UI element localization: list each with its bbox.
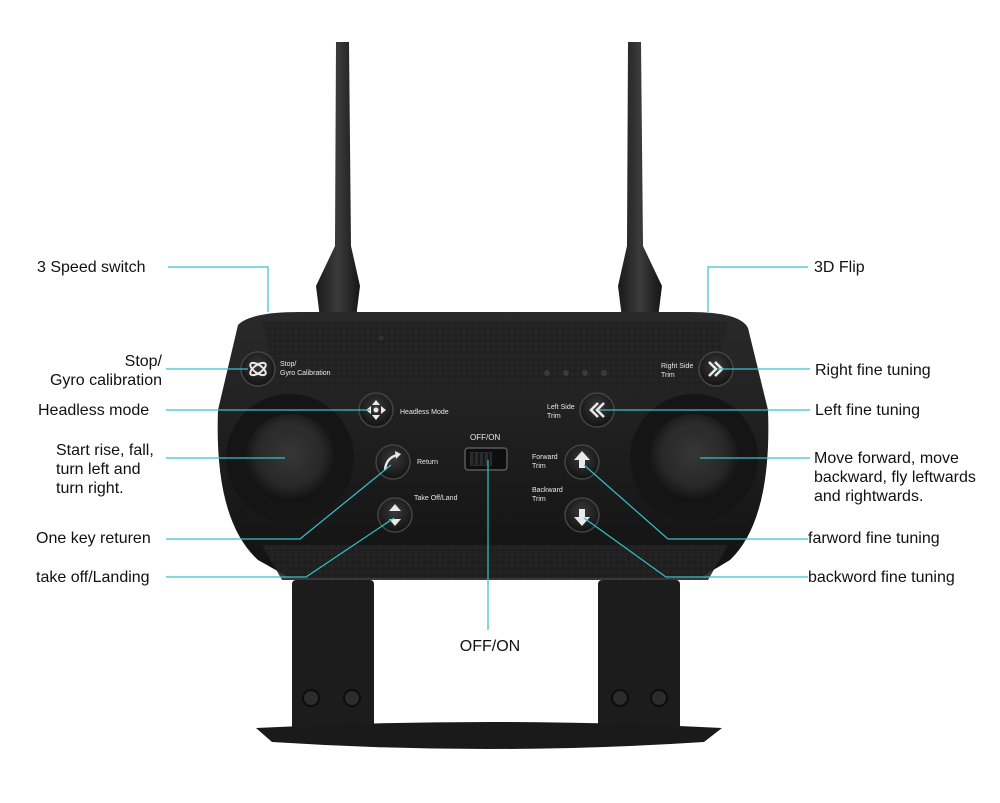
leader-takeoff [166,517,395,578]
printed-return: Return [417,459,438,466]
gyro-orbit-icon [249,361,267,377]
power-switch[interactable] [464,447,508,471]
callout-left-stick-line1: Start rise, fall, [56,442,154,459]
callout-speed-switch: 3 Speed switch [37,259,146,276]
printed-right-trim: Trim [661,372,675,379]
callout-right-stick-line3: and rightwards. [814,488,924,505]
printed-right-side: Right Side [661,363,693,370]
up-down-arrows-icon [389,504,401,526]
callout-backward-trim: backword fine tuning [808,569,955,586]
callout-headless: Headless mode [38,402,150,419]
callout-left-stick: Start rise, fall, turn left and turn rig… [56,441,154,498]
callout-takeoff: take off/Landing [36,569,150,586]
callout-left-stick-line3: turn right. [56,480,124,497]
controller-body [217,312,769,580]
printed-backward-trim: Trim [532,496,546,503]
printed-backward: Backward [532,487,563,494]
callout-return: One key returen [36,530,151,547]
leader-backward [583,517,808,578]
callout-forward-trim: farword fine tuning [808,530,940,547]
callout-right-stick-line1: Move forward, move [814,450,959,467]
printed-forward: Forward [532,454,558,461]
right-trim-button[interactable] [698,351,734,387]
callout-right-stick: Move forward, move backward, fly leftwar… [814,449,976,506]
leader-forward [583,464,808,540]
leader-return [166,464,392,540]
right-antenna [618,42,662,318]
down-arrow-icon [574,509,590,526]
callout-left-stick-line2: turn left and [56,461,141,478]
callout-right-trim: Right fine tuning [815,362,931,379]
landing-stand [256,580,722,749]
printed-forward-trim: Trim [532,463,546,470]
printed-left-trim: Trim [547,413,561,420]
printed-takeoff-land: Take Off/Land [414,495,458,502]
left-antenna [316,42,360,318]
leader-flip [707,266,808,312]
callout-stop-gyro: Stop/ Gyro calibration [20,352,162,390]
printed-labels: Stop/ Gyro Calibration Headless Mode Ret… [280,361,693,503]
printed-off-on: OFF/ON [470,433,500,442]
printed-stop: Stop/ [280,361,296,368]
return-home-icon [383,451,401,471]
printed-left-side: Left Side [547,404,575,411]
callout-stop-gyro-line1: Stop/ [124,353,162,370]
backward-trim-button[interactable] [564,497,600,533]
return-button[interactable] [375,444,411,480]
callout-stop-gyro-line2: Gyro calibration [49,372,162,389]
leader-speed-switch [168,266,269,312]
left-joystick[interactable] [226,394,354,522]
callout-flip: 3D Flip [814,259,865,276]
callout-left-trim: Left fine tuning [815,402,920,419]
printed-headless-mode: Headless Mode [400,409,449,416]
left-trim-button[interactable] [579,392,615,428]
double-left-chevron-icon [589,402,605,418]
takeoff-land-button[interactable] [377,497,413,533]
right-joystick[interactable] [630,394,758,522]
up-arrow-icon [574,451,590,468]
callout-right-stick-line2: backward, fly leftwards [814,469,976,486]
leader-lines [166,266,810,630]
printed-gyro-calibration: Gyro Calibration [280,370,331,377]
callout-power: OFF/ON [459,638,521,655]
